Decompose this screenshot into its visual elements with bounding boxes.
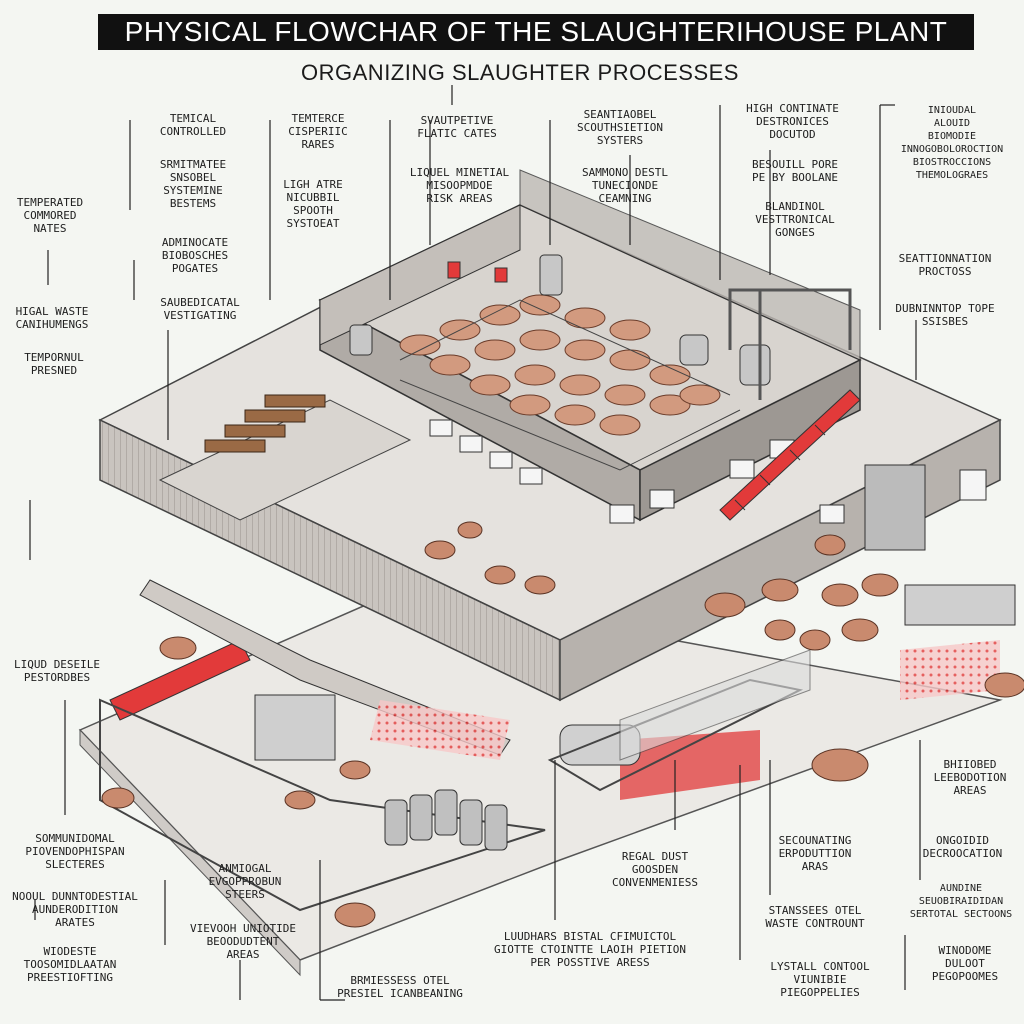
- livestock-pen: [399, 294, 721, 436]
- label-left-2: HIGAL WASTE CANIHUMENGS: [15, 305, 89, 331]
- page-title: PHYSICAL FLOWCHAR OF THE SLAUGHTERIHOUSE…: [98, 14, 974, 50]
- label-top-10: SAMMONO DESTL TUNECIONDE CEAMNING: [581, 166, 669, 205]
- label-top-6: LIGH ATRE NICUBBIL SPOOTH SYSTOEAT: [283, 178, 343, 230]
- windows: [429, 419, 987, 524]
- label-left-5: SOMMUNIDOMAL PIOVENDOPHISPAN SLECTERES: [25, 832, 125, 871]
- label-left-4: LIQUD DESEILE PESTORDBES: [13, 658, 101, 684]
- conveyor-ramp: [719, 389, 861, 521]
- processing-tower: [864, 464, 926, 551]
- label-top-14: INIOUDAL ALOUID BIOMODIE INNOGOBOLOROCTI…: [900, 105, 1004, 181]
- label-top-9: SEANTIAOBEL SCOUTHSIETION SYSTERS: [576, 108, 664, 147]
- label-top-5: TEMTERCE CISPERIIC RARES: [288, 112, 348, 151]
- label-left-3: TEMPORNUL PRESNED: [24, 351, 84, 377]
- label-bottom-4: REGAL DUST GOOSDEN CONVENMENIESS: [611, 850, 699, 889]
- pen-railing: [399, 299, 741, 471]
- label-right-4: WINODOME DULOOT PEGOPOOMES: [931, 944, 999, 983]
- label-bottom-6: SECOUNATING ERPODUTTION ARAS: [778, 834, 852, 873]
- red-conveyor-left: [109, 639, 251, 721]
- label-bottom-5: LUUDHARS BISTAL CFIMUICTOL GIOTTE CTOINT…: [493, 930, 687, 969]
- label-left-6: NOOUL DUNNTODESTIAL AUNDERODITION ARATES: [12, 890, 138, 929]
- label-top-15: SEATTIONNATION PROCTOSS: [898, 252, 992, 278]
- label-top-13: BLANDINOL VESTTRONICAL GONGES: [755, 200, 835, 239]
- waste-enclosure: [99, 698, 546, 912]
- label-right-3: AUNDINE SEUOBIRAIDIDAN SERTOTAL SECTOONS: [909, 883, 1013, 920]
- page-subtitle: ORGANIZING SLAUGHTER PROCESSES: [301, 60, 739, 85]
- label-bottom-2: VIEVOOH UNIOTIDE BEOODUDTENT AREAS: [190, 922, 296, 961]
- label-top-11: HIGH CONTINATE DESTRONICES DOCUTOD: [746, 102, 839, 141]
- label-right-2: ONGOIDID DECROOCATION: [922, 834, 1003, 860]
- label-top-8: LIQUEL MINETIAL MISOOPMDOE RISK AREAS: [409, 166, 510, 205]
- label-bottom-1: ANMIOGAL EVGOPPROBUN STEERS: [208, 862, 282, 901]
- truck: [254, 694, 336, 761]
- label-top-1: TEMICAL CONTROLLED: [159, 112, 227, 138]
- label-top-3: ADMINOCATE BIOBOSCHES POGATES: [161, 236, 229, 275]
- label-bottom-8: LYSTALL CONTOOL VIUNIBIE PIEGOPPELIES: [770, 960, 870, 999]
- label-left-1: TEMPERATED COMMORED NATES: [16, 196, 84, 235]
- label-top-7: SVAUTPETIVE FLATIC CATES: [417, 114, 497, 140]
- label-top-4: SAUBEDICATAL VESTIGATING: [160, 296, 240, 322]
- label-top-2: SRMITMATEE SNSOBEL SYSTEMINE BESTEMS: [159, 158, 227, 210]
- connector-lines: [29, 85, 921, 1001]
- label-left-7: WIODESTE TOOSOMIDLAATAN PREESTIOFTING: [23, 945, 117, 984]
- label-top-12: BESOUILL PORE PE BY BOOLANE: [751, 158, 839, 184]
- cattle: [101, 521, 1024, 928]
- drums: [384, 789, 508, 851]
- label-bottom-3: BRMIESSESS OTEL PRESIEL ICANBEANING: [337, 974, 463, 1000]
- label-top-16: DUBNINNTOP TOPE SSISBES: [895, 302, 995, 328]
- processing-benches: [204, 394, 326, 453]
- label-bottom-7: STANSSEES OTEL WASTE CONTROUNT: [765, 904, 865, 930]
- pipes: [728, 288, 852, 400]
- equipment: [349, 254, 771, 386]
- label-right-1: BHIIOBED LEEBODOTION AREAS: [933, 758, 1007, 797]
